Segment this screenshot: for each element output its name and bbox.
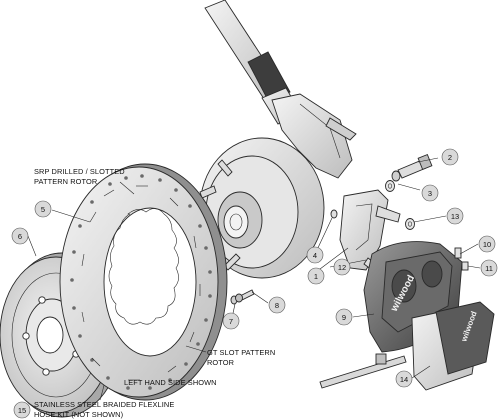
svg-text:13: 13 [451,212,459,221]
svg-text:8: 8 [275,301,279,310]
callout-9: 9 [335,308,353,326]
callout-2: 2 [441,148,459,166]
label-srp-rotor-line2: PATTERN ROTOR [34,177,97,186]
leader-lines [27,157,481,379]
callout-13: 13 [446,207,464,225]
callout-7: 7 [222,312,240,330]
label-gt-rotor-line2: ROTOR [207,358,234,367]
callout-1: 1 [307,267,325,285]
svg-text:3: 3 [428,189,432,198]
svg-text:6: 6 [18,232,22,241]
label-srp-rotor-line1: SRP DRILLED / SLOTTED [34,167,125,176]
callout-12: 12 [333,258,351,276]
svg-text:2: 2 [448,153,452,162]
callout-11: 11 [480,259,498,277]
hardware-rod [319,353,407,389]
mounting-bolt [391,153,433,182]
callout-6: 6 [11,227,29,245]
callout-5: 5 [34,200,52,218]
svg-text:4: 4 [313,251,317,260]
svg-text:9: 9 [342,313,346,322]
small-bolt [230,289,255,305]
label-gt-rotor-line1: GT SLOT PATTERN [207,348,275,357]
svg-text:11: 11 [485,264,493,273]
callout-8: 8 [268,296,286,314]
callout-4: 4 [306,246,324,264]
wheel-hub [195,137,325,279]
svg-text:5: 5 [41,205,45,214]
svg-text:14: 14 [400,375,408,384]
brake-pads: wilwood [411,301,495,391]
callout-15: 15 [13,401,31,419]
label-left-side-shown: LEFT HAND SIDE SHOWN [124,378,217,387]
label-hose-kit-line2: HOSE KIT (NOT SHOWN) [34,410,123,419]
callout-14: 14 [395,370,413,388]
svg-text:10: 10 [483,240,491,249]
label-hose-kit-line1: STAINLESS STEEL BRAIDED FLEXLINE [34,400,174,409]
washer [385,180,395,192]
rotor-slots [81,185,201,381]
svg-text:7: 7 [229,317,233,326]
svg-text:1: 1 [314,272,318,281]
svg-text:12: 12 [338,263,346,272]
callout-10: 10 [478,235,496,253]
rotor-drill-holes [70,174,212,390]
callout-3: 3 [421,184,439,202]
brake-rotor [59,163,228,401]
svg-text:15: 15 [18,406,26,415]
